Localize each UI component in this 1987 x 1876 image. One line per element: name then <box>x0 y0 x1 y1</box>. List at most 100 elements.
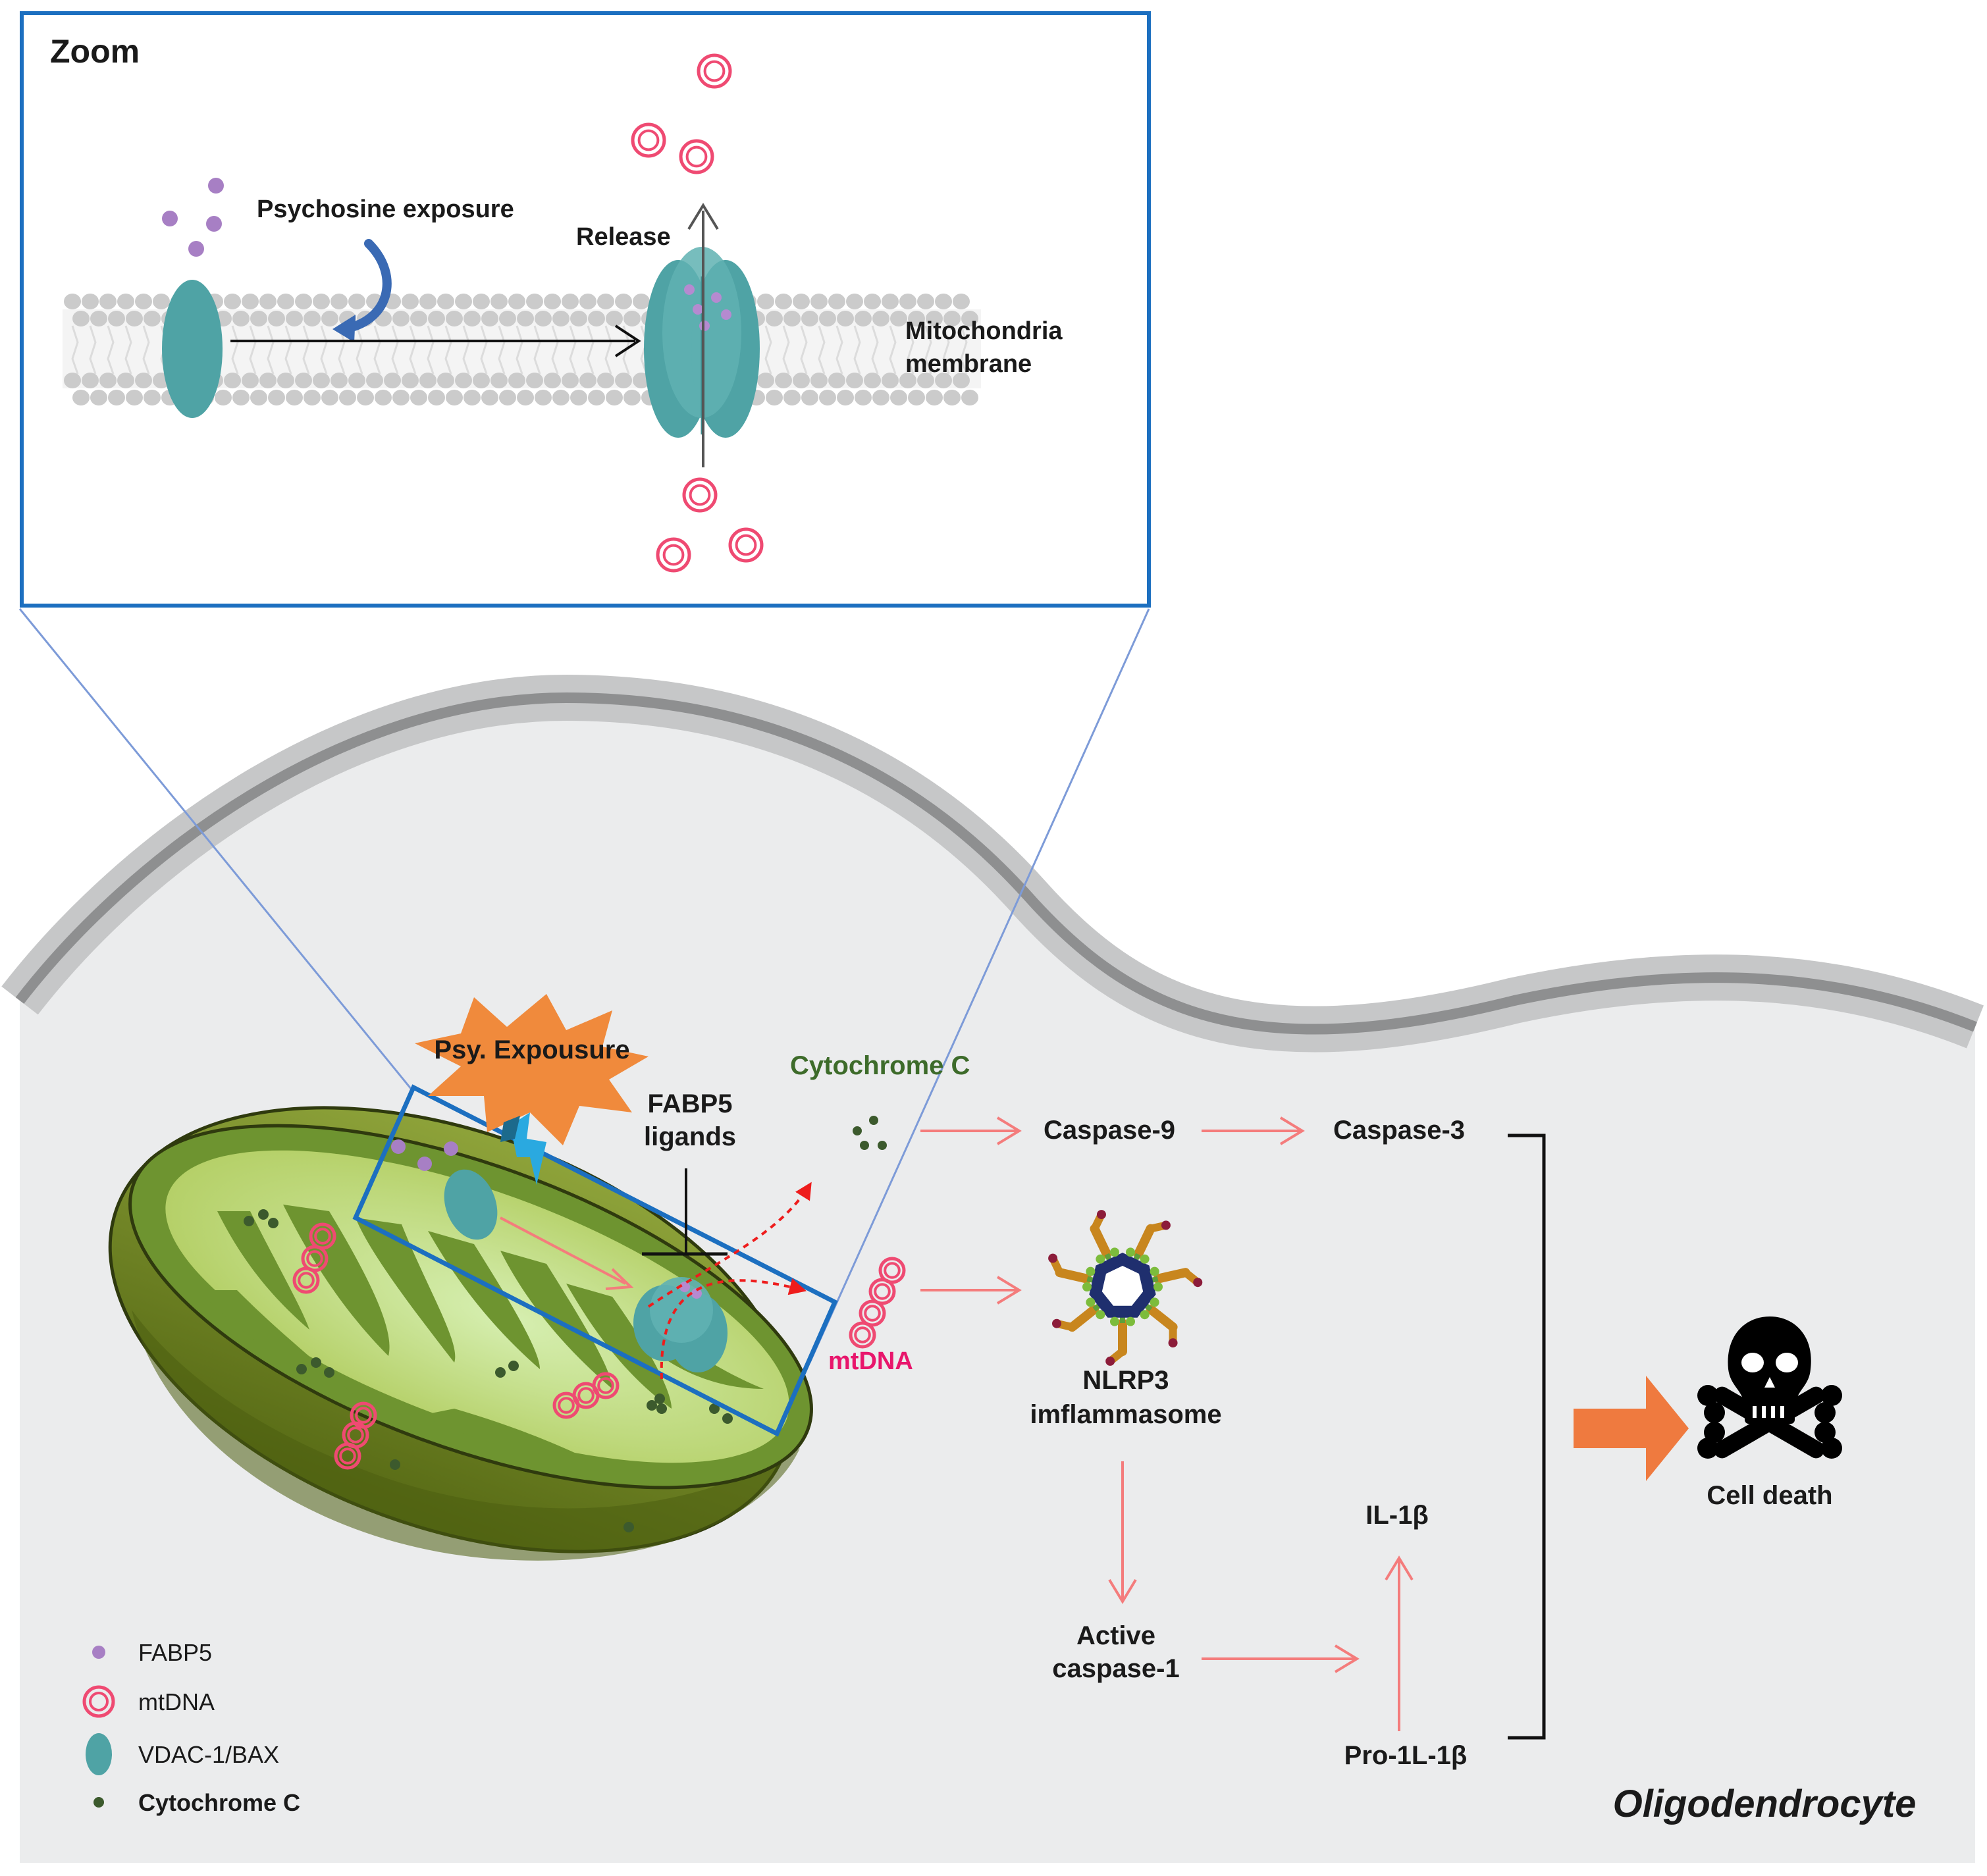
lipid-tail <box>320 325 328 375</box>
lightning-icon <box>510 1112 546 1185</box>
cell-membrane-inner <box>15 692 1977 1035</box>
lipid-head <box>775 294 792 309</box>
nlrp3-bead <box>1150 1266 1159 1276</box>
lipid-head <box>437 373 454 388</box>
lipid-head <box>232 311 250 326</box>
lipid-head <box>135 294 152 309</box>
lipid-head <box>392 390 410 405</box>
nlrp3-cap <box>1048 1253 1058 1263</box>
mtdna-ring-icon <box>728 527 764 563</box>
lipid-tail <box>835 325 843 375</box>
lipid-tail <box>818 325 826 375</box>
lipid-tail <box>427 325 435 375</box>
nlrp3-bead <box>1150 1297 1159 1307</box>
fabp5-dots-zoom <box>162 178 224 257</box>
lipid-head <box>419 294 437 309</box>
lipid-head <box>339 390 356 405</box>
lipid-head <box>864 294 881 309</box>
lipid-head <box>348 373 365 388</box>
lipid-head <box>428 390 445 405</box>
lipid-head <box>552 390 570 405</box>
lipid-head <box>793 373 810 388</box>
lipid-head <box>331 373 348 388</box>
mtdna-ring-icon <box>849 1321 876 1349</box>
lipid-head <box>526 373 543 388</box>
release-label: Release <box>576 223 671 251</box>
nlrp3-arm <box>1146 1305 1178 1332</box>
lipid-head <box>623 390 641 405</box>
lipid-head <box>579 294 596 309</box>
lipid-head <box>64 294 81 309</box>
lipid-head <box>819 311 836 326</box>
lipid-head <box>464 311 481 326</box>
lipid-head <box>64 373 81 388</box>
lipid-head <box>801 390 818 405</box>
nlrp3-bead <box>1082 1282 1092 1291</box>
nlrp3-bead <box>1096 1254 1105 1264</box>
lipid-head <box>82 373 99 388</box>
membrane-label-line2: membrane <box>905 350 1032 378</box>
lipid-tail <box>142 325 150 375</box>
mtdna-ring-icon <box>868 1278 896 1305</box>
pro-il1b-label: Pro-1L-1β <box>1344 1741 1468 1770</box>
nlrp3-arm <box>1055 1268 1092 1284</box>
lipid-tail <box>124 325 132 375</box>
mtdna-label: mtDNA <box>828 1347 913 1375</box>
cytc-release-arrow <box>647 1182 812 1308</box>
outcome-bracket <box>1508 1133 1546 1740</box>
lipid-head <box>117 294 134 309</box>
lipid-head <box>633 373 650 388</box>
mtdna-ring-icon <box>682 477 718 513</box>
legend-mtdna-label: mtDNA <box>138 1688 215 1715</box>
legend-vdac-icon <box>86 1733 112 1775</box>
nlrp3-arm <box>1153 1268 1190 1284</box>
nlrp3-cap <box>1096 1210 1106 1220</box>
lipid-head <box>108 311 125 326</box>
lipid-tail <box>764 325 772 375</box>
zoom-panel: Zoom Psychosine exposure <box>20 11 1151 608</box>
lipid-head <box>926 311 943 326</box>
caspase9-label: Caspase-9 <box>1044 1116 1175 1145</box>
nlrp3-label-line2: imflammasome <box>1030 1400 1221 1429</box>
nlrp3-bead <box>1109 1316 1119 1326</box>
mtdna-ring-icon <box>697 53 732 89</box>
mitochondrion <box>108 1106 813 1561</box>
mito-cristae <box>198 1205 764 1461</box>
lipid-tail <box>480 325 488 375</box>
psychosine-curve-arrow <box>338 239 392 334</box>
lipid-head <box>224 294 241 309</box>
lipid-head <box>144 311 161 326</box>
lipid-head <box>597 294 614 309</box>
lipid-head <box>428 311 445 326</box>
lipid-head <box>410 311 427 326</box>
lipid-head <box>544 294 561 309</box>
lipid-head <box>82 294 99 309</box>
lipid-head <box>908 390 925 405</box>
lipid-head <box>446 390 463 405</box>
lipid-head <box>153 294 170 309</box>
lipid-head <box>899 294 916 309</box>
lipid-tail <box>551 325 559 375</box>
lipid-head <box>819 390 836 405</box>
nlrp3-arm <box>1133 1224 1155 1259</box>
lipid-head <box>535 390 552 405</box>
lipid-head <box>126 311 143 326</box>
legend-mtdna-icon <box>82 1685 115 1718</box>
psy-exposure-burst: Psy. Expousure <box>415 994 649 1145</box>
lipid-tail <box>267 325 275 375</box>
lipid-head <box>953 294 970 309</box>
lipid-tail <box>907 325 914 375</box>
lipid-head <box>926 390 943 405</box>
lipid-tail <box>782 325 790 375</box>
fabp5-ligands-line1: FABP5 <box>648 1089 733 1118</box>
lipid-head <box>313 373 330 388</box>
lipid-head <box>135 373 152 388</box>
lipid-head <box>473 373 490 388</box>
lipid-head <box>464 390 481 405</box>
lipid-head <box>508 373 525 388</box>
lipid-tail <box>604 325 612 375</box>
lipid-head <box>481 311 498 326</box>
lipid-head <box>890 311 907 326</box>
nlrp3-core <box>1089 1253 1156 1318</box>
